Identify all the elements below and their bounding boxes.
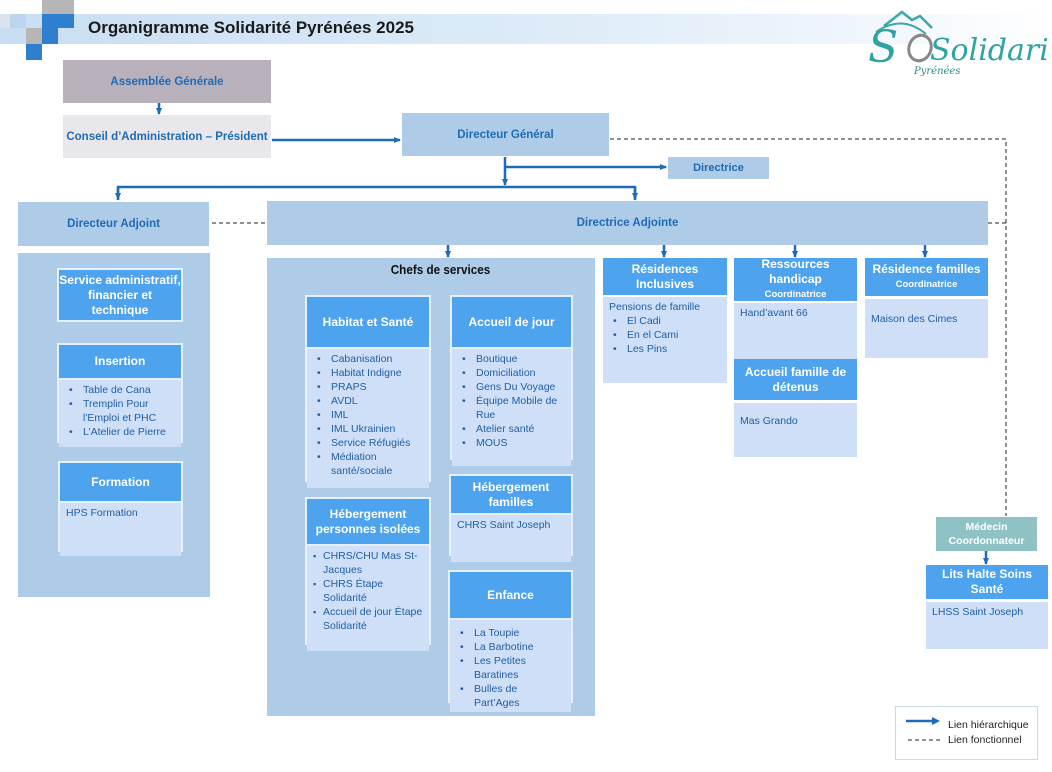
list-item: Médiation santé/sociale [313, 450, 423, 478]
list-item: El Cadi [609, 314, 721, 328]
list-item: CHRS/CHU Mas St-Jacques [313, 549, 423, 577]
formation-item: HPS Formation [60, 501, 181, 556]
accueil-jour-list: Boutique Domiciliation Gens Du Voyage Éq… [452, 347, 571, 466]
habitat-sante-card[interactable]: Habitat et Santé Cabanisation Habitat In… [305, 295, 431, 488]
list-item: Bulles de Part’Ages [456, 682, 565, 710]
hebergement-isolees-card[interactable]: Hébergement personnes isolées CHRS/CHU M… [305, 497, 431, 651]
list-item: Atelier santé [458, 422, 565, 436]
enfance-title: Enfance [450, 572, 571, 618]
hierarchical-arrow-icon [906, 717, 940, 741]
list-item: Table de Cana [65, 383, 175, 397]
accueil-jour-title: Accueil de jour [452, 297, 571, 347]
accueil-jour-card[interactable]: Accueil de jour Boutique Domiciliation G… [450, 295, 573, 466]
ressources-handicap-item: Hand’avant 66 [734, 303, 857, 363]
admin-service-card[interactable]: Service administratif, financier et tech… [57, 268, 183, 322]
lhss-title: Lits Halte Soins Santé [926, 565, 1048, 599]
hebergement-familles-item: CHRS Saint Joseph [451, 513, 571, 562]
list-item: Équipe Mobile de Rue [458, 394, 565, 422]
enfance-card[interactable]: Enfance La Toupie La Barbotine Les Petit… [448, 570, 573, 712]
accueil-detenus-item: Mas Grando [734, 403, 857, 457]
conseil-administration-box[interactable]: Conseil d’Administration – Président [63, 115, 271, 158]
accueil-detenus-card[interactable]: Accueil famille de détenus Mas Grando [734, 359, 857, 457]
list-item: Tremplin Pour l'Emploi et PHC [65, 397, 175, 425]
habitat-sante-list: Cabanisation Habitat Indigne PRAPS AVDL … [307, 347, 429, 488]
residence-familles-subtitle: Coordinatrice [895, 279, 958, 290]
list-item: IML Ukrainien [313, 422, 423, 436]
svg-text:S: S [868, 22, 898, 73]
habitat-sante-title: Habitat et Santé [307, 297, 429, 347]
hebergement-familles-title: Hébergement familles [451, 476, 571, 513]
list-item: Accueil de jour Étape Solidarité [313, 605, 423, 633]
ressources-handicap-card[interactable]: Ressources handicap Coordinatrice Hand’a… [734, 257, 857, 363]
header-band [0, 14, 1052, 44]
list-item: La Barbotine [456, 640, 565, 654]
insertion-list: Table de Cana Tremplin Pour l'Emploi et … [59, 378, 181, 447]
list-item: Boutique [458, 352, 565, 366]
svg-text:Solidarité: Solidarité [930, 33, 1047, 68]
decorative-squares [0, 0, 80, 60]
residences-inclusives-list: Pensions de famille El Cadi En el Cami L… [603, 297, 727, 383]
residence-familles-card[interactable]: Résidence familles Coordinatrice Maison … [865, 258, 988, 358]
list-item: Habitat Indigne [313, 366, 423, 380]
legend: Lien hiérarchique Lien fonctionnel [895, 706, 1038, 760]
list-item: Service Réfugiés [313, 436, 423, 450]
ressources-handicap-header: Ressources handicap Coordinatrice [734, 257, 857, 301]
directrice-box[interactable]: Directrice [668, 157, 769, 179]
solidarite-logo: S Solidarité Pyrénées [862, 4, 1052, 82]
admin-service-title: Service administratif, financier et tech… [59, 270, 181, 320]
assemblee-generale-box[interactable]: Assemblée Générale [63, 60, 271, 103]
legend-hierarchique: Lien hiérarchique [948, 719, 1029, 731]
page-title: Organigramme Solidarité Pyrénées 2025 [88, 18, 414, 37]
list-item: L’Atelier de Pierre [65, 425, 175, 439]
legend-fonctionnel: Lien fonctionnel [948, 734, 1022, 746]
enfance-list: La Toupie La Barbotine Les Petites Barat… [450, 618, 571, 712]
list-item: PRAPS [313, 380, 423, 394]
list-item: Cabanisation [313, 352, 423, 366]
link-to-da [116, 185, 637, 200]
svg-text:Pyrénées: Pyrénées [913, 66, 960, 77]
chefs-de-services-title: Chefs de services [390, 262, 491, 277]
residence-familles-header: Résidence familles Coordinatrice [865, 258, 988, 296]
lhss-card[interactable]: Lits Halte Soins Santé LHSS Saint Joseph [926, 565, 1048, 649]
accueil-detenus-title: Accueil famille de détenus [734, 359, 857, 400]
lhss-item: LHSS Saint Joseph [926, 602, 1048, 649]
directeur-adjoint-box[interactable]: Directeur Adjoint [18, 202, 209, 246]
list-item: En el Cami [609, 328, 721, 342]
residences-inclusives-title: Résidences Inclusives [603, 258, 727, 295]
list-item: Domiciliation [458, 366, 565, 380]
hebergement-familles-card[interactable]: Hébergement familles CHRS Saint Joseph [449, 474, 573, 562]
formation-card[interactable]: Formation HPS Formation [58, 461, 183, 556]
ressources-handicap-subtitle: Coordinatrice [764, 289, 827, 300]
list-item: AVDL [313, 394, 423, 408]
residences-intro: Pensions de famille [609, 301, 701, 313]
medecin-coordonnateur-box[interactable]: Médecin Coordonnateur [936, 517, 1037, 551]
residence-familles-item: Maison des Cimes [865, 299, 988, 358]
directrice-adjointe-box[interactable]: Directrice Adjointe [267, 201, 988, 245]
list-item: MOUS [458, 436, 565, 450]
logo-mountain-icon: S Solidarité Pyrénées [868, 10, 1052, 77]
list-item: Gens Du Voyage [458, 380, 565, 394]
insertion-title: Insertion [59, 345, 181, 378]
list-item: La Toupie [456, 626, 565, 640]
list-item: Les Petites Baratines [456, 654, 565, 682]
formation-title: Formation [60, 463, 181, 501]
directeur-general-box[interactable]: Directeur Général [402, 113, 609, 156]
hebergement-isolees-title: Hébergement personnes isolées [307, 499, 429, 544]
list-item: Les Pins [609, 342, 721, 356]
list-item: CHRS Étape Solidarité [313, 577, 423, 605]
list-item: IML [313, 408, 423, 422]
ressources-handicap-title: Ressources handicap [761, 257, 830, 286]
residence-familles-title: Résidence familles [872, 262, 981, 276]
hebergement-isolees-list: CHRS/CHU Mas St-Jacques CHRS Étape Solid… [307, 544, 429, 651]
residences-inclusives-card[interactable]: Résidences Inclusives Pensions de famill… [603, 258, 727, 383]
insertion-card[interactable]: Insertion Table de Cana Tremplin Pour l'… [57, 343, 183, 447]
